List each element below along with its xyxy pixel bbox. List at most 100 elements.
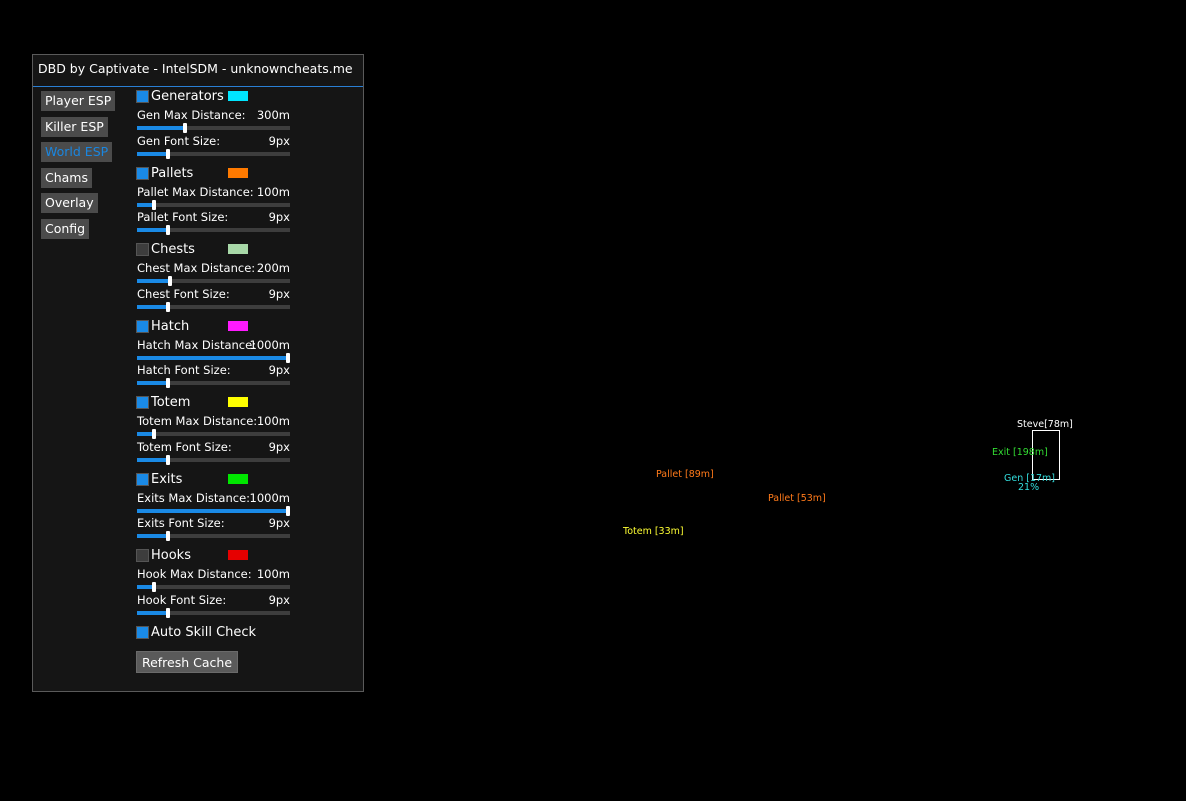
esp-pallet-label: Pallet [53m] xyxy=(768,493,826,504)
slider-track[interactable] xyxy=(137,582,290,592)
tab-killer-esp[interactable]: Killer ESP xyxy=(41,117,108,137)
checkbox[interactable] xyxy=(136,396,149,409)
slider-handle[interactable] xyxy=(166,378,170,388)
color-swatch[interactable] xyxy=(228,397,248,407)
slider-label: Hook Font Size: xyxy=(137,592,227,607)
esp-generator-label: Gen [17m] xyxy=(1004,473,1056,484)
slider-label: Exits Font Size: xyxy=(137,516,225,530)
slider-label: Chest Font Size: xyxy=(137,286,230,301)
slider-value: 100m xyxy=(256,414,290,428)
slider-fill xyxy=(137,432,152,436)
auto-skill-check-row[interactable]: Auto Skill Check xyxy=(136,625,286,641)
slider-track[interactable] xyxy=(137,199,290,210)
section-generators-toggle[interactable]: Generators xyxy=(136,89,256,105)
section-label: Exits xyxy=(151,471,183,487)
slider-fill xyxy=(137,508,290,513)
slider-value: 200m xyxy=(256,261,290,275)
esp-pallet-label: Pallet [89m] xyxy=(656,469,714,480)
section-label: Totem xyxy=(151,395,191,410)
slider-handle[interactable] xyxy=(286,505,290,516)
slider-handle[interactable] xyxy=(166,148,170,159)
slider-handle[interactable] xyxy=(166,531,170,541)
tab-chams[interactable]: Chams xyxy=(41,168,92,188)
slider-label: Pallet Font Size: xyxy=(137,210,229,224)
slider-fill xyxy=(137,126,183,130)
slider-value: 1000m xyxy=(249,337,290,352)
refresh-cache-button[interactable]: Refresh Cache xyxy=(136,651,238,673)
slider-label: Hatch Font Size: xyxy=(137,363,231,377)
slider-fill xyxy=(137,151,166,156)
slider-fill xyxy=(137,304,166,309)
slider-label: Totem Max Distance: xyxy=(137,414,258,428)
slider-handle[interactable] xyxy=(168,276,172,286)
color-swatch[interactable] xyxy=(228,91,248,101)
slider-fill xyxy=(137,381,166,385)
slider-handle[interactable] xyxy=(166,454,170,465)
slider-value: 9px xyxy=(268,363,290,377)
slider-fill xyxy=(137,534,166,538)
slider-track[interactable] xyxy=(137,531,290,541)
slider-handle[interactable] xyxy=(166,607,170,618)
section-label: Generators xyxy=(151,89,224,104)
checkbox[interactable] xyxy=(136,472,149,486)
auto-skill-check-label: Auto Skill Check xyxy=(151,625,257,640)
color-swatch[interactable] xyxy=(228,167,248,178)
slider-handle[interactable] xyxy=(152,582,156,592)
slider-label: Hatch Max Distance: xyxy=(137,337,257,352)
section-totem-toggle[interactable]: Totem xyxy=(136,395,256,411)
color-swatch[interactable] xyxy=(228,320,248,331)
esp-player-box xyxy=(1032,430,1060,480)
slider-track[interactable] xyxy=(137,505,290,516)
color-swatch[interactable] xyxy=(228,244,248,254)
checkbox[interactable] xyxy=(136,549,149,562)
slider-value: 300m xyxy=(256,108,290,122)
slider-track[interactable] xyxy=(137,148,290,159)
section-hooks-toggle[interactable]: Hooks xyxy=(136,548,256,564)
slider-track[interactable] xyxy=(137,378,290,388)
checkbox[interactable] xyxy=(136,90,149,103)
slider-fill xyxy=(137,202,152,207)
color-swatch[interactable] xyxy=(228,550,248,560)
slider-label: Exits Max Distance: xyxy=(137,490,251,505)
esp-totem-label: Totem [33m] xyxy=(623,526,684,537)
slider-handle[interactable] xyxy=(152,199,156,210)
auto-skill-check-checkbox[interactable] xyxy=(136,626,149,639)
slider-track[interactable] xyxy=(137,429,290,439)
slider-track[interactable] xyxy=(137,276,290,286)
section-hatch-toggle[interactable]: Hatch xyxy=(136,319,256,335)
tab-config[interactable]: Config xyxy=(41,219,90,239)
slider-track[interactable] xyxy=(137,454,290,465)
slider-track[interactable] xyxy=(137,123,290,133)
slider-track[interactable] xyxy=(137,301,290,312)
checkbox[interactable] xyxy=(136,166,149,180)
section-pallets-toggle[interactable]: Pallets xyxy=(136,166,256,182)
tab-world-esp[interactable]: World ESP xyxy=(41,142,113,162)
slider-handle[interactable] xyxy=(183,123,187,133)
section-label: Pallets xyxy=(151,165,194,181)
slider-handle[interactable] xyxy=(166,301,170,312)
section-label: Chests xyxy=(151,242,195,257)
slider-fill xyxy=(137,585,152,589)
color-swatch[interactable] xyxy=(228,473,248,484)
cheat-menu-window: DBD by Captivate - IntelSDM - unknownche… xyxy=(32,54,364,692)
slider-value: 9px xyxy=(268,133,290,148)
slider-value: 100m xyxy=(256,184,290,199)
tab-overlay[interactable]: Overlay xyxy=(41,193,98,213)
section-chests-toggle[interactable]: Chests xyxy=(136,242,256,258)
checkbox[interactable] xyxy=(136,319,149,333)
checkbox[interactable] xyxy=(136,243,149,256)
slider-handle[interactable] xyxy=(166,225,170,235)
slider-value: 9px xyxy=(268,592,290,607)
slider-value: 100m xyxy=(256,567,290,581)
slider-handle[interactable] xyxy=(286,352,290,363)
slider-handle[interactable] xyxy=(152,429,156,439)
section-exits-toggle[interactable]: Exits xyxy=(136,472,256,488)
slider-value: 1000m xyxy=(249,490,290,505)
slider-track[interactable] xyxy=(137,352,290,363)
tab-player-esp[interactable]: Player ESP xyxy=(41,91,116,111)
slider-track[interactable] xyxy=(137,225,290,235)
slider-track[interactable] xyxy=(137,607,290,618)
slider-label: Hook Max Distance: xyxy=(137,567,252,581)
slider-fill xyxy=(137,457,166,462)
esp-exit-label: Exit [198m] xyxy=(992,447,1048,458)
